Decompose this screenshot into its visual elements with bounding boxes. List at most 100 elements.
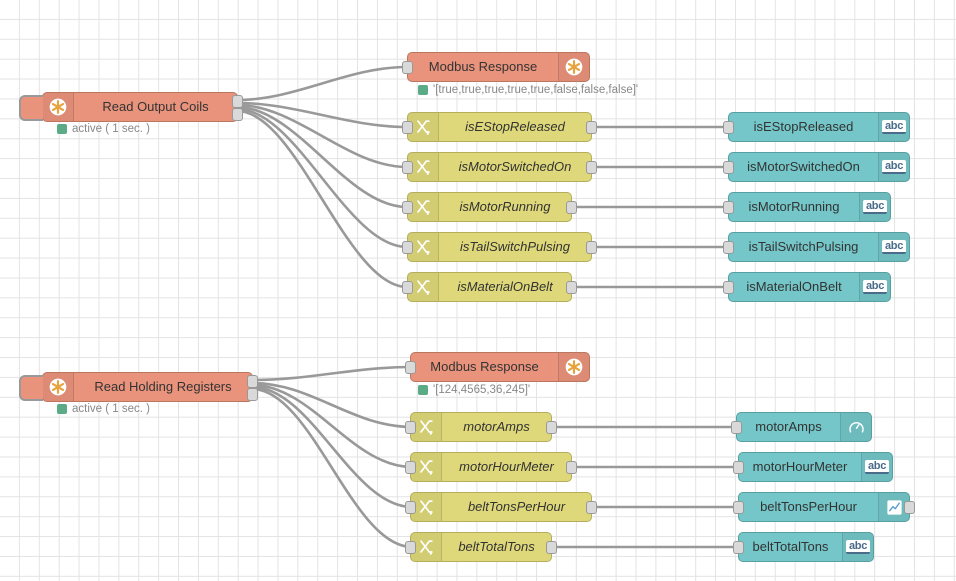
abc-icon: abc <box>842 533 873 561</box>
input-port[interactable] <box>405 541 416 554</box>
function-icon <box>411 533 442 561</box>
node-label: beltTotalTons <box>458 539 535 554</box>
abc-icon: abc <box>859 193 890 221</box>
output-port[interactable] <box>566 461 577 474</box>
input-port[interactable] <box>723 241 734 254</box>
status-dot <box>418 85 428 95</box>
function-icon <box>411 413 442 441</box>
input-port[interactable] <box>402 241 413 254</box>
abc-icon-text: abc <box>881 120 907 134</box>
input-port[interactable] <box>402 121 413 134</box>
input-port[interactable] <box>733 501 744 514</box>
input-port[interactable] <box>731 421 742 434</box>
node-label: isMotorRunning <box>748 199 840 214</box>
abc-icon: abc <box>878 153 909 181</box>
input-port[interactable] <box>723 281 734 294</box>
wire <box>250 385 414 509</box>
node-read-output-coils[interactable]: Read Output Coils <box>19 92 243 122</box>
input-port[interactable] <box>723 121 734 134</box>
abc-icon: abc <box>859 273 890 301</box>
node-status: '[124,4565,36,245]' <box>418 384 530 396</box>
node-modbus-response[interactable]: Modbus Response <box>402 52 590 82</box>
input-port[interactable] <box>723 201 734 214</box>
abc-icon: abc <box>878 233 909 261</box>
node-debug-belttotaltons[interactable]: beltTotalTons abc <box>733 532 874 562</box>
function-icon <box>411 453 442 481</box>
node-function-motoramps[interactable]: motorAmps <box>405 412 557 442</box>
modbus-asterisk-icon <box>43 373 74 401</box>
node-function-isestopreleased[interactable]: isEStopReleased <box>402 112 597 142</box>
node-debug-ismotorswitchedon[interactable]: isMotorSwitchedOn abc <box>723 152 910 182</box>
node-function-ismaterialonbelt[interactable]: isMaterialOnBelt <box>402 272 577 302</box>
node-function-istailswitchpulsing[interactable]: isTailSwitchPulsing <box>402 232 597 262</box>
node-label: isTailSwitchPulsing <box>748 239 859 254</box>
node-debug-ismotorrunning[interactable]: isMotorRunning abc <box>723 192 891 222</box>
node-label: isMotorSwitchedOn <box>458 159 572 174</box>
node-label: motorAmps <box>755 419 822 434</box>
output-port[interactable] <box>586 121 597 134</box>
abc-icon-text: abc <box>862 200 888 214</box>
wire <box>250 387 414 549</box>
output-port[interactable] <box>232 108 243 121</box>
abc-icon-text: abc <box>864 460 890 474</box>
node-status: active ( 1 sec. ) <box>57 403 150 415</box>
node-function-belttotaltons[interactable]: beltTotalTons <box>405 532 557 562</box>
node-modbus-response[interactable]: Modbus Response <box>405 352 590 382</box>
node-label: Read Holding Registers <box>94 379 232 394</box>
input-port[interactable] <box>402 201 413 214</box>
modbus-asterisk-icon <box>558 353 589 381</box>
output-port[interactable] <box>586 501 597 514</box>
input-port[interactable] <box>405 361 416 374</box>
output-port[interactable] <box>586 161 597 174</box>
node-debug-isestopreleased[interactable]: isEStopReleased abc <box>723 112 910 142</box>
chart-icon <box>878 493 909 521</box>
output-port[interactable] <box>232 95 243 108</box>
input-port[interactable] <box>405 501 416 514</box>
input-port[interactable] <box>723 161 734 174</box>
input-port[interactable] <box>405 421 416 434</box>
output-port[interactable] <box>566 281 577 294</box>
inject-button[interactable] <box>19 95 43 121</box>
input-port[interactable] <box>402 281 413 294</box>
node-function-ismotorswitchedon[interactable]: isMotorSwitchedOn <box>402 152 597 182</box>
gauge-icon <box>840 413 871 441</box>
output-port[interactable] <box>546 421 557 434</box>
output-port[interactable] <box>586 241 597 254</box>
inject-button[interactable] <box>19 375 43 401</box>
node-status: '[true,true,true,true,true,false,false,f… <box>418 84 638 96</box>
output-port[interactable] <box>247 375 258 388</box>
node-label: beltTonsPerHour <box>467 499 566 514</box>
node-debug-motoramps[interactable]: motorAmps <box>731 412 872 442</box>
abc-icon: abc <box>861 453 892 481</box>
node-function-motorhourmeter[interactable]: motorHourMeter <box>405 452 577 482</box>
node-debug-ismaterialonbelt[interactable]: isMaterialOnBelt abc <box>723 272 891 302</box>
node-debug-belttonsperhour[interactable]: beltTonsPerHour <box>733 492 915 522</box>
node-function-belttonsperhour[interactable]: beltTonsPerHour <box>405 492 597 522</box>
wire <box>250 383 414 469</box>
status-text: '[true,true,true,true,true,false,false,f… <box>433 84 639 96</box>
node-debug-motorhourmeter[interactable]: motorHourMeter abc <box>733 452 893 482</box>
input-port[interactable] <box>733 461 744 474</box>
node-label: Modbus Response <box>428 59 538 74</box>
modbus-asterisk-icon <box>43 93 74 121</box>
input-port[interactable] <box>402 161 413 174</box>
node-label: motorHourMeter <box>752 459 848 474</box>
output-port[interactable] <box>904 501 915 514</box>
function-icon <box>408 273 439 301</box>
input-port[interactable] <box>733 541 744 554</box>
node-label: Read Output Coils <box>102 99 209 114</box>
input-port[interactable] <box>402 61 413 74</box>
node-label: isEStopReleased <box>753 119 854 134</box>
node-function-ismotorrunning[interactable]: isMotorRunning <box>402 192 577 222</box>
output-port[interactable] <box>566 201 577 214</box>
node-label: isMotorRunning <box>459 199 551 214</box>
input-port[interactable] <box>405 461 416 474</box>
wire <box>235 105 409 209</box>
output-port[interactable] <box>546 541 557 554</box>
node-debug-istailswitchpulsing[interactable]: isTailSwitchPulsing abc <box>723 232 910 262</box>
node-label: isMaterialOnBelt <box>746 279 842 294</box>
status-dot <box>418 385 428 395</box>
node-read-holding-registers[interactable]: Read Holding Registers <box>19 372 258 402</box>
output-port[interactable] <box>247 388 258 401</box>
